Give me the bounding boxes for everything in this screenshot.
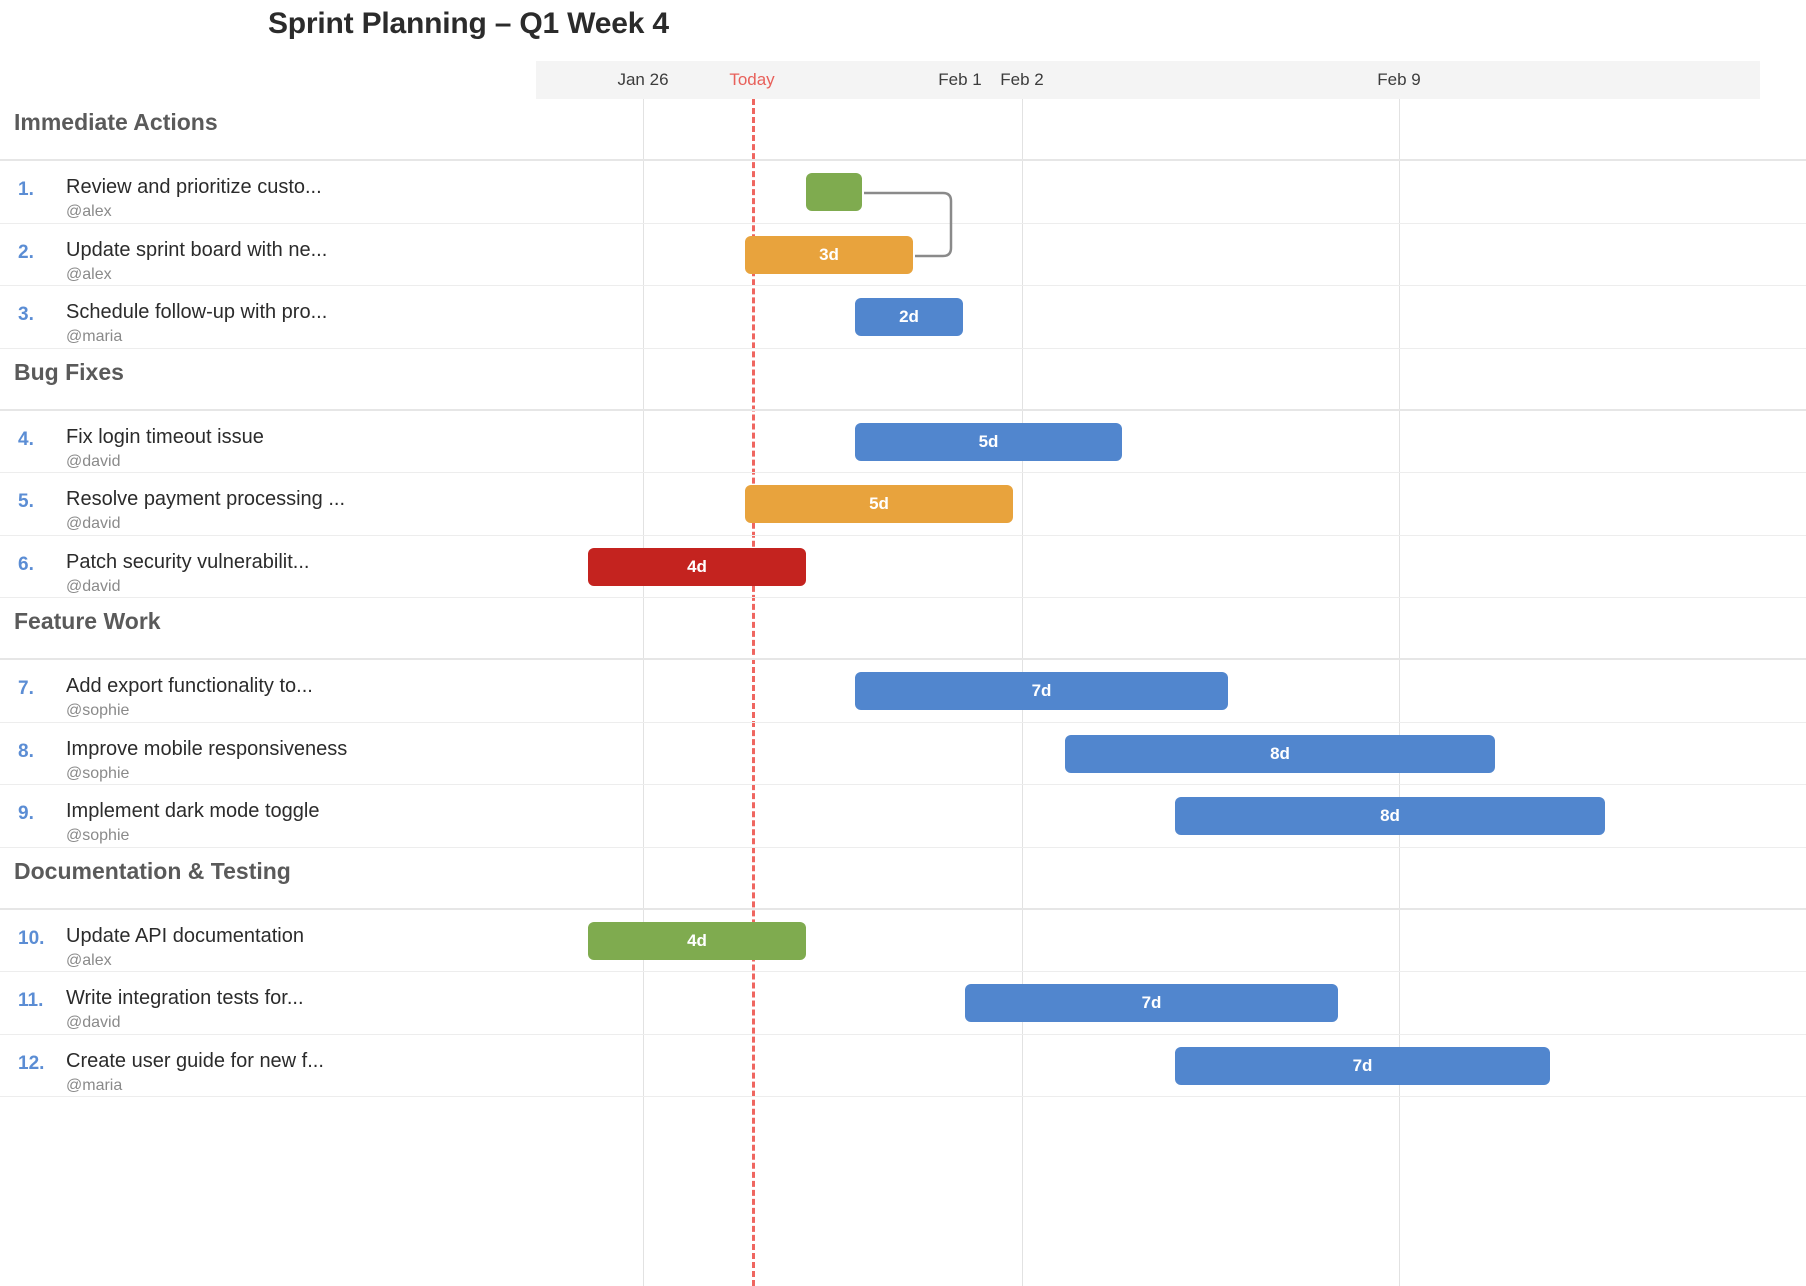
task-title[interactable]: Add export functionality to... [66,675,313,697]
task-owner: @sophie [66,702,130,719]
task-title[interactable]: Write integration tests for... [66,987,304,1009]
task-title[interactable]: Update API documentation [66,924,304,947]
gridline-0 [643,99,644,1286]
gantt-bar[interactable]: 5d [855,422,1122,461]
task-index: 4. [18,428,34,450]
gantt-bar[interactable]: 4d [588,547,806,586]
task-row[interactable]: 4. Fix login timeout issue @david 5d [0,411,1806,473]
today-marker-line [752,99,755,1286]
timeline-tick-3: Feb 2 [1000,70,1044,89]
timeline-tick-today: Today [729,70,775,89]
task-title[interactable]: Fix login timeout issue [66,425,264,448]
task-row[interactable]: 7. Add export functionality to... @sophie 7… [0,660,1806,723]
task-index: 12. [18,1052,45,1074]
task-owner: @maria [66,1076,123,1094]
task-owner: @sophie [66,827,130,844]
gantt-bar[interactable] [806,173,862,211]
section-header: Documentation & Testing [0,848,1806,910]
section-title: Documentation & Testing [14,857,291,884]
timeline-tick-0: Jan 26 [617,70,669,89]
gantt-bar[interactable]: 8d [1065,734,1495,773]
gantt-bar[interactable]: 7d [1175,1046,1550,1085]
task-owner: @sophie [66,764,130,782]
task-owner: @david [66,515,121,532]
section-title: Feature Work [14,608,161,634]
task-owner: @alex [66,951,112,969]
gantt-bar[interactable]: 8d [1175,797,1605,835]
task-title[interactable]: Improve mobile responsiveness [66,737,348,760]
section-header: Bug Fixes [0,349,1806,411]
task-row[interactable]: 6. Patch security vulnerabilit... @david 4d [0,536,1806,598]
task-index: 9. [18,803,34,824]
task-row[interactable]: 3. Schedule follow-up with pro... @maria 2d [0,286,1806,349]
task-owner: @david [66,1014,121,1031]
section-title: Immediate Actions [14,109,218,135]
section-header: Feature Work [0,598,1806,660]
task-row[interactable]: 11. Write integration tests for... @david 7… [0,972,1806,1035]
task-owner: @alex [66,265,112,283]
task-owner: @alex [66,203,112,220]
timeline-header: Jan 26 Today Feb 1 Feb 2 Feb 9 [536,61,1760,99]
task-rows-container: Immediate Actions 1. Review and prioritize… [0,99,1806,1097]
task-owner: @maria [66,328,123,345]
task-index: 2. [18,241,34,263]
task-title[interactable]: Update sprint board with ne... [66,238,328,261]
gantt-bar[interactable]: 3d [745,235,913,274]
timeline-tick-4: Feb 9 [1377,70,1421,89]
section-title: Bug Fixes [14,358,124,385]
task-owner: @david [66,452,121,470]
task-index: 6. [18,553,34,575]
section-header: Immediate Actions [0,99,1806,161]
gantt-bar[interactable]: 2d [855,298,963,336]
task-row[interactable]: 10. Update API documentation @alex 4d [0,910,1806,972]
task-title[interactable]: Resolve payment processing ... [66,488,346,510]
task-row[interactable]: 8. Improve mobile responsiveness @sophie 8d [0,723,1806,785]
page-title: Sprint Planning – Q1 Week 4 [268,7,669,40]
gantt-bar[interactable]: 7d [855,672,1228,710]
task-row[interactable]: 2. Update sprint board with ne... @alex 3d [0,224,1806,286]
gantt-bar[interactable]: 5d [745,485,1013,523]
gridline-2 [1399,99,1400,1286]
timeline-tick-2: Feb 1 [938,70,982,89]
task-owner: @david [66,577,121,595]
task-title[interactable]: Implement dark mode toggle [66,800,320,822]
task-title[interactable]: Schedule follow-up with pro... [66,301,328,323]
task-index: 3. [18,304,34,325]
task-title[interactable]: Patch security vulnerabilit... [66,550,310,573]
task-index: 8. [18,740,34,762]
task-index: 11. [18,990,44,1011]
task-index: 5. [18,491,34,512]
gantt-bar[interactable]: 7d [965,984,1338,1022]
task-index: 10. [18,927,45,949]
task-title[interactable]: Create user guide for new f... [66,1049,324,1072]
task-row[interactable]: 9. Implement dark mode toggle @sophie 8d [0,785,1806,848]
task-row[interactable]: 1. Review and prioritize custo... @alex [0,161,1806,224]
task-row[interactable]: 12. Create user guide for new f... @maria 7… [0,1035,1806,1097]
gantt-bar[interactable]: 4d [588,921,806,960]
task-index: 1. [18,179,34,200]
task-row[interactable]: 5. Resolve payment processing ... @david 5d [0,473,1806,536]
task-title[interactable]: Review and prioritize custo... [66,176,322,198]
task-index: 7. [18,678,34,699]
